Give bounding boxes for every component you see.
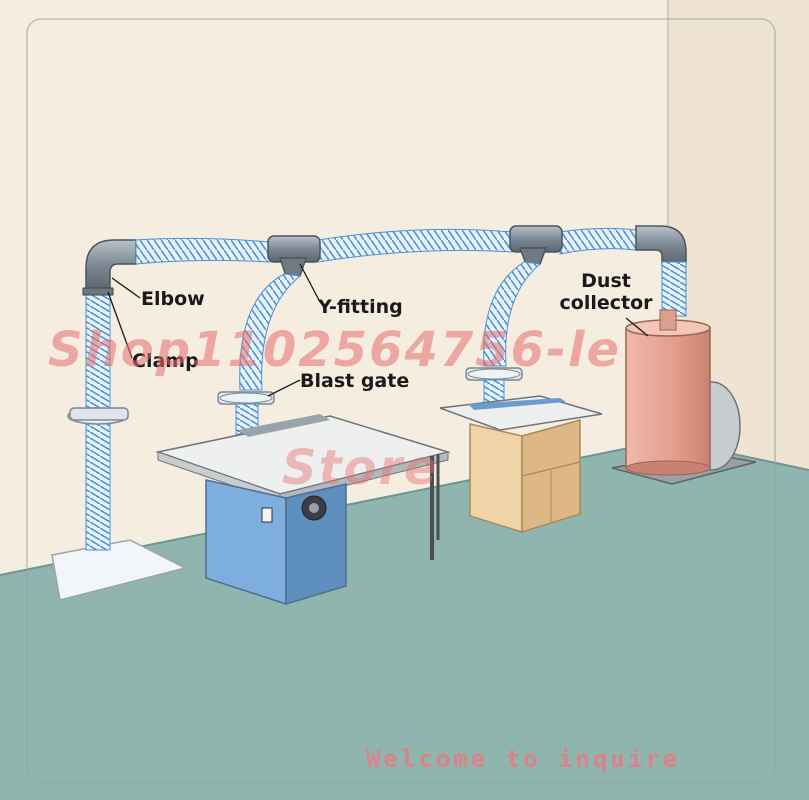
left-blast-gate [67,407,129,425]
footer-welcome-text: Welcome to inquire [366,745,681,773]
leader-lines [107,263,649,397]
frame [26,18,776,783]
router-blast-gate [465,367,523,381]
dust-collector [611,309,757,485]
router-table [439,395,603,534]
blast-gate-label: Blast gate [300,370,410,392]
dust-collector-label-line1: Dust [581,270,631,292]
clamp-label: Clamp [132,350,199,372]
floor [0,440,809,800]
main-hose [135,237,271,265]
y-fitting-1 [267,235,321,277]
y-fitting-label: Y-fitting [318,296,403,318]
dust-collector-label-line2: collector [559,292,653,314]
clamp [82,287,114,296]
dust-collector-label: Dust collector [556,270,656,314]
router-branch-hose [483,261,542,367]
collector-hose [661,261,687,317]
table-saw [155,414,451,606]
saw-branch-hose [239,273,302,391]
y-fitting-2 [509,225,563,265]
elbow-label: Elbow [141,288,205,310]
shop-watermark: Shop1102564756-le [48,322,621,378]
store-watermark: Store [282,440,439,496]
saw-blast-gate [217,391,275,405]
